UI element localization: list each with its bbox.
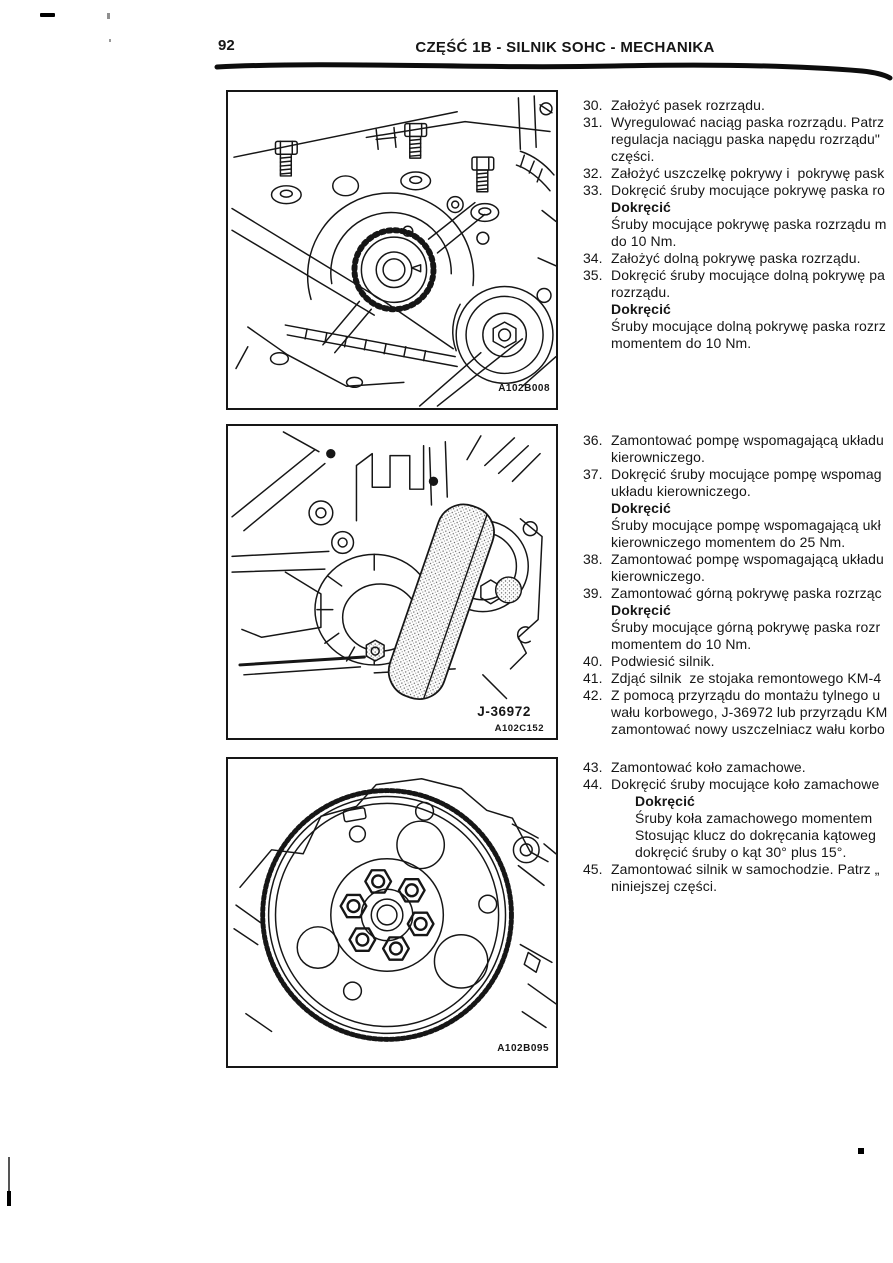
figure-code: A102B008: [498, 383, 550, 394]
step-line: Zamontować pompę wspomagającą układu: [611, 432, 884, 448]
step-number: 30.: [583, 97, 603, 113]
figure-code: A102B095: [497, 1043, 549, 1054]
step-item: 43. Zamontować koło zamachowe.: [583, 759, 893, 776]
step-item: 44. Dokręcić śruby mocujące koło zamachow…: [583, 776, 893, 861]
step-item: 41. Zdjąć silnik ze stojaka remontowego K…: [583, 670, 893, 687]
step-item: 30. Założyć pasek rozrządu.: [583, 97, 893, 114]
step-number: 32.: [583, 165, 603, 181]
step-line: Dokręcić śruby mocujące pokrywę paska ro: [611, 182, 885, 198]
step-line: Dokręcić: [611, 199, 671, 215]
step-number: 34.: [583, 250, 603, 266]
step-number: 31.: [583, 114, 603, 130]
scan-artifact-dash: [40, 13, 55, 17]
step-group: 30. Założyć pasek rozrządu. 31. Wyregulować…: [583, 97, 893, 352]
step-line: Śruby mocujące pokrywę paska rozrządu m: [611, 216, 887, 232]
step-number: 36.: [583, 432, 603, 448]
figure-seal-installer: J-36972 A102C152: [226, 424, 558, 740]
steps-column: 30. Założyć pasek rozrządu. 31. Wyregulować…: [583, 92, 893, 1192]
step-line: Założyć uszczelkę pokrywy i pokrywę pask: [611, 165, 885, 181]
figure-timing-belt: A102B008: [226, 90, 558, 410]
step-line: Śruby mocujące górną pokrywę paska rozr: [611, 619, 881, 635]
step-number: 38.: [583, 551, 603, 567]
step-item: 32. Założyć uszczelkę pokrywy i pokrywę p…: [583, 165, 893, 182]
step-group: 43. Zamontować koło zamachowe. 44. Dokręcić…: [583, 759, 893, 895]
step-item: 42. Z pomocą przyrządu do montażu tylnego…: [583, 687, 893, 738]
step-line: Zamontować silnik w samochodzie. Patrz „: [611, 861, 880, 877]
step-line: Wyregulować naciąg paska rozrządu. Patrz: [611, 114, 885, 130]
step-line: Założyć pasek rozrządu.: [611, 97, 766, 113]
step-number: 42.: [583, 687, 603, 703]
scan-artifact-tick: [8, 1157, 10, 1193]
step-line: wału korbowego, J-36972 lub przyrządu KM: [611, 704, 888, 720]
step-line: Śruby koła zamachowego momentem: [635, 810, 873, 826]
step-item: 40. Podwiesić silnik.: [583, 653, 893, 670]
step-item: 34. Założyć dolną pokrywę paska rozrządu.: [583, 250, 893, 267]
step-line: momentem do 10 Nm.: [611, 335, 752, 351]
step-line: Zamontować górną pokrywę paska rozrząc: [611, 585, 882, 601]
step-line: momentem do 10 Nm.: [611, 636, 752, 652]
step-line: do 10 Nm.: [611, 233, 677, 249]
scan-artifact-speck: [107, 13, 110, 19]
step-line: Stosując klucz do dokręcania kątoweg: [635, 827, 876, 843]
figure-drawing: [233, 778, 556, 1042]
step-line: Dokręcić śruby mocujące pompę wspomag: [611, 466, 882, 482]
page-title: CZĘŚĆ 1B - SILNIK SOHC - MECHANIKA: [415, 39, 715, 56]
step-line: Dokręcić: [611, 500, 671, 516]
step-line: rozrządu.: [611, 284, 671, 300]
step-line: Śruby mocujące dolną pokrywę paska rozrz: [611, 318, 886, 334]
step-number: 39.: [583, 585, 603, 601]
step-number: 45.: [583, 861, 603, 877]
figure-code: A102C152: [494, 723, 544, 734]
header-rule: [214, 62, 893, 81]
step-number: 33.: [583, 182, 603, 198]
step-line: Założyć dolną pokrywę paska rozrządu.: [611, 250, 861, 266]
step-item: 37. Dokręcić śruby mocujące pompę wspomag…: [583, 466, 893, 551]
step-line: Podwiesić silnik.: [611, 653, 715, 669]
step-line: regulacja naciągu paska napędu rozrządu": [611, 131, 880, 147]
step-line: Dokręcić: [611, 602, 671, 618]
scan-artifact-speck: [109, 39, 111, 42]
step-number: 35.: [583, 267, 603, 283]
step-line: niniejszej części.: [611, 878, 718, 894]
step-number: 37.: [583, 466, 603, 482]
step-line: części.: [611, 148, 655, 164]
step-line: Dokręcić: [611, 301, 671, 317]
step-number: 43.: [583, 759, 603, 775]
step-line: Dokręcić: [635, 793, 695, 809]
step-line: kierowniczego momentem do 25 Nm.: [611, 534, 846, 550]
figure-drawing: [231, 431, 543, 700]
step-number: 41.: [583, 670, 603, 686]
figure-callout-tool: J-36972: [477, 704, 531, 719]
step-line: dokręcić śruby o kąt 30° plus 15°.: [635, 844, 847, 860]
step-line: Dokręcić śruby mocujące dolną pokrywę pa: [611, 267, 886, 283]
step-line: Zdjąć silnik ze stojaka remontowego KM-4: [611, 670, 882, 686]
step-item: 35. Dokręcić śruby mocujące dolną pokrywę…: [583, 267, 893, 352]
step-number: 40.: [583, 653, 603, 669]
step-line: Zamontować koło zamachowe.: [611, 759, 806, 775]
figure-flywheel: A102B095: [226, 757, 558, 1068]
step-item: 45. Zamontować silnik w samochodzie. Patr…: [583, 861, 893, 895]
step-line: kierowniczego.: [611, 449, 705, 465]
step-number: 44.: [583, 776, 603, 792]
scan-artifact-tick: [7, 1191, 11, 1206]
step-item: 31. Wyregulować naciąg paska rozrządu. Pa…: [583, 114, 893, 165]
figure-drawing: [231, 95, 556, 407]
step-line: Z pomocą przyrządu do montażu tylnego u: [611, 687, 881, 703]
step-line: Śruby mocujące pompę wspomagającą ukł: [611, 517, 881, 533]
step-line: zamontować nowy uszczelniacz wału korbo: [611, 721, 885, 737]
step-item: 39. Zamontować górną pokrywę paska rozrzą…: [583, 585, 893, 653]
step-item: 33. Dokręcić śruby mocujące pokrywę paska…: [583, 182, 893, 250]
step-line: układu kierowniczego.: [611, 483, 751, 499]
step-line: Zamontować pompę wspomagającą układu: [611, 551, 884, 567]
step-line: Dokręcić śruby mocujące koło zamachowe: [611, 776, 880, 792]
page-number: 92: [218, 37, 235, 54]
step-line: kierowniczego.: [611, 568, 705, 584]
scan-artifact-dot: [858, 1148, 864, 1154]
